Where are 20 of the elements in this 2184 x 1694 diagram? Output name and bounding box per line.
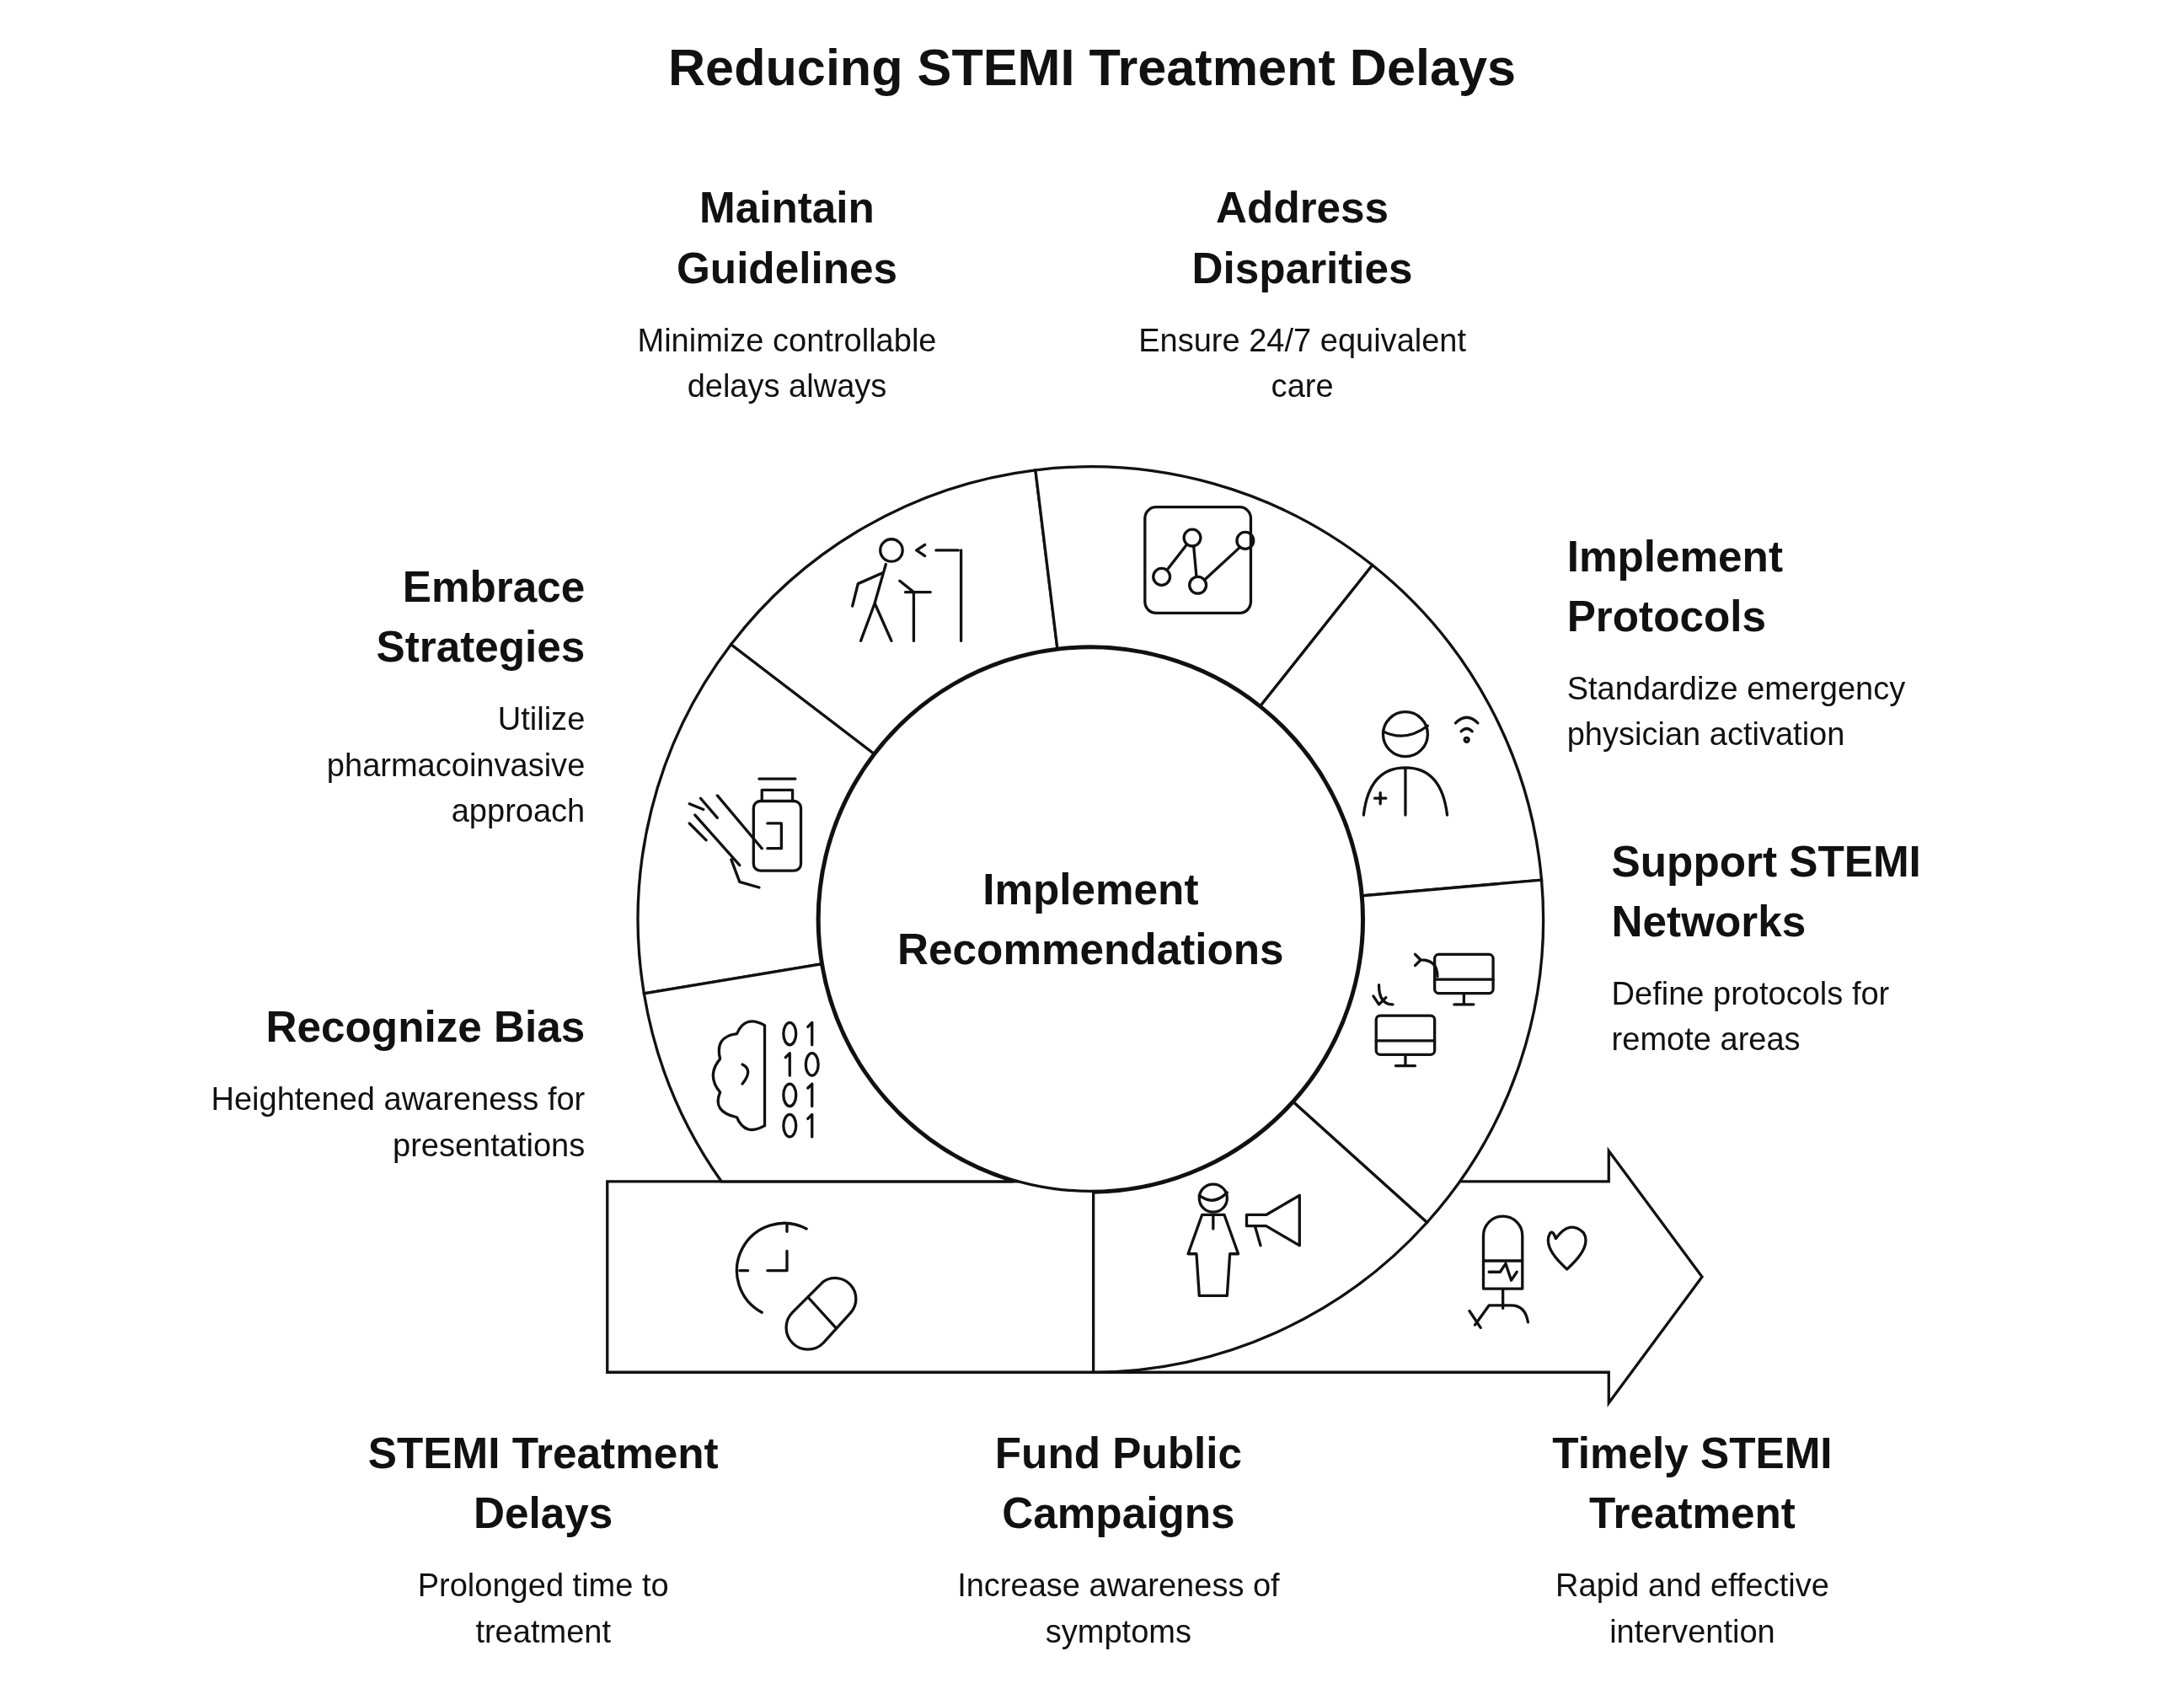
step-heading: Fund Public Campaigns <box>993 1429 1243 1540</box>
step-heading: STEMI Treatment Delays <box>367 1429 720 1540</box>
step-description: Increase awareness of symptoms <box>956 1566 1281 1652</box>
step-heading: Recognize Bias <box>265 1002 586 1054</box>
step-heading: Embrace Strategies <box>375 561 586 673</box>
step-heading: Address Disparities <box>1191 183 1414 295</box>
step-description: Define protocols for remote areas <box>1611 974 1891 1059</box>
step-description: Standardize emergency physician activation <box>1566 669 1907 754</box>
step-heading: Support STEMI Networks <box>1611 836 1922 948</box>
step-heading: Implement Protocols <box>1566 531 1784 643</box>
step-description: Heightened awareness for presentations <box>210 1080 586 1166</box>
step-heading: Maintain Guidelines <box>675 183 898 295</box>
step-description: Utilize pharmacoinvasive approach <box>325 700 586 831</box>
step-description: Prolonged time to treatment <box>416 1566 670 1652</box>
center-label: Implement Recommendations <box>897 864 1285 976</box>
step-description: Ensure 24/7 equivalent care <box>1138 320 1468 406</box>
step-description: Rapid and effective intervention <box>1555 1566 1830 1652</box>
step-description: Minimize controllable delays always <box>636 320 938 406</box>
diagram-title: Reducing STEMI Treatment Delays <box>666 39 1517 98</box>
step-heading: Timely STEMI Treatment <box>1551 1429 1833 1540</box>
